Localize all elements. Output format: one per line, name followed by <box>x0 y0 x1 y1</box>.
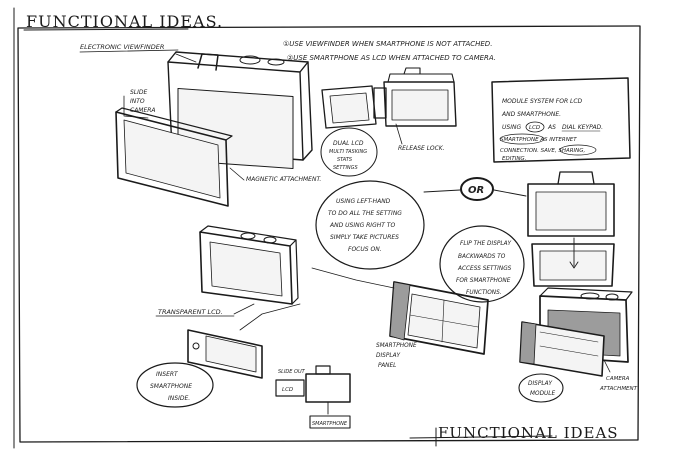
slide-out-camera-sketch: SLIDE OUT LCD SMARTPHONE <box>275 365 351 429</box>
page-title: FUNCTIONAL IDEAS. <box>26 12 223 31</box>
left-hand-text-5: FOCUS ON. <box>348 246 382 253</box>
label-slide-into-camera-3: CAMERA <box>130 107 156 114</box>
flip-text-1: FLIP THE DISPLAY <box>460 241 512 247</box>
left-hand-text-4: SIMPLY TAKE PICTURES <box>330 234 399 241</box>
insert-text-1: INSERT <box>156 371 179 378</box>
module-line-5: DIAL KEYPAD. <box>562 124 603 131</box>
label-smartphone-display-1: SMARTPHONE <box>376 343 417 349</box>
dual-lcd-circle <box>320 127 378 177</box>
insert-text-2: SMARTPHONE <box>150 383 192 390</box>
module-line-8: EDITING. <box>502 156 527 162</box>
label-transparent-lcd: TRANSPARENT LCD. <box>158 308 223 316</box>
label-dual-lcd-3: STATS <box>337 157 353 163</box>
label-camera-attachment-2: ATTACHMENT <box>599 386 638 392</box>
left-hand-text-2: TO DO ALL THE SETTING <box>328 210 402 217</box>
label-smartphone-display-2: DISPLAY <box>376 353 401 359</box>
module-line-2: AND SMARTPHONE. <box>501 111 561 118</box>
label-electronic-viewfinder: ELECTRONIC VIEWFINDER <box>80 43 164 51</box>
dual-lcd-camera-sketch <box>321 67 457 129</box>
left-hand-text-1: USING LEFT-HAND <box>336 198 391 205</box>
insert-text-3: INSIDE. <box>168 395 190 402</box>
module-line-4: AS <box>547 124 556 131</box>
label-slide-out: SLIDE OUT <box>278 369 306 375</box>
phone-sketch <box>187 329 263 379</box>
insert-smartphone-bubble <box>136 362 214 408</box>
left-hand-text-3: AND USING RIGHT TO <box>329 222 395 229</box>
module-line-1: MODULE SYSTEM FOR LCD <box>502 98 583 105</box>
or-circle <box>460 177 494 201</box>
module-line-7: CONNECTION. SAVE, SHARING, <box>500 148 586 154</box>
or-label: OR <box>468 185 484 196</box>
label-dual-lcd-4: SETTINGS <box>333 165 359 171</box>
flip-text-2: BACKWARDS TO <box>458 254 506 260</box>
camera-display-sketch <box>527 171 615 287</box>
module-line-6: SMARTPHONE AS INTERNET <box>500 137 577 143</box>
flip-text-3: ACCESS SETTINGS <box>457 266 512 272</box>
module-circled-lcd: LCD <box>529 125 540 131</box>
label-magnetic-attachment: MAGNETIC ATTACHMENT. <box>246 176 321 183</box>
camera-attachment-sketch <box>519 287 633 377</box>
label-lcd-small: LCD <box>282 387 293 393</box>
label-dual-lcd-2: MULTI TASKING <box>329 149 367 155</box>
transparent-lcd-camera-sketch <box>199 225 299 305</box>
label-dual-lcd-1: DUAL LCD <box>333 140 364 147</box>
label-camera-attachment-1: CAMERA <box>606 376 630 382</box>
label-display-module-2: MODULE <box>530 391 556 397</box>
smartphone-panel-sketch <box>389 281 489 355</box>
module-line-3: USING <box>502 124 521 131</box>
label-slide-into-camera-2: INTO <box>130 98 145 105</box>
label-smartphone-display-3: PANEL <box>378 363 396 369</box>
label-display-module-1: DISPLAY <box>528 381 553 387</box>
sheet-border <box>13 7 641 449</box>
flip-display-bubble <box>439 225 525 303</box>
note-1: ①USE VIEWFINDER WHEN SMARTPHONE IS NOT A… <box>283 40 492 48</box>
note-2: ②USE SMARTPHONE AS LCD WHEN ATTACHED TO … <box>287 54 496 62</box>
flip-text-4: FOR SMARTPHONE <box>456 278 511 284</box>
footer-title: FUNCTIONAL IDEAS <box>438 424 619 442</box>
display-module-bubble <box>518 373 564 403</box>
label-slide-into-camera-1: SLIDE <box>130 89 148 96</box>
left-hand-bubble <box>315 180 425 270</box>
module-system-box: MODULE SYSTEM FOR LCD AND SMARTPHONE. US… <box>491 77 631 163</box>
flip-text-5: FUNCTIONS. <box>466 290 502 296</box>
label-smartphone-small: SMARTPHONE <box>312 421 348 427</box>
removable-lcd-sketch <box>115 107 233 207</box>
label-release-lock: RELEASE LOCK. <box>398 145 445 152</box>
